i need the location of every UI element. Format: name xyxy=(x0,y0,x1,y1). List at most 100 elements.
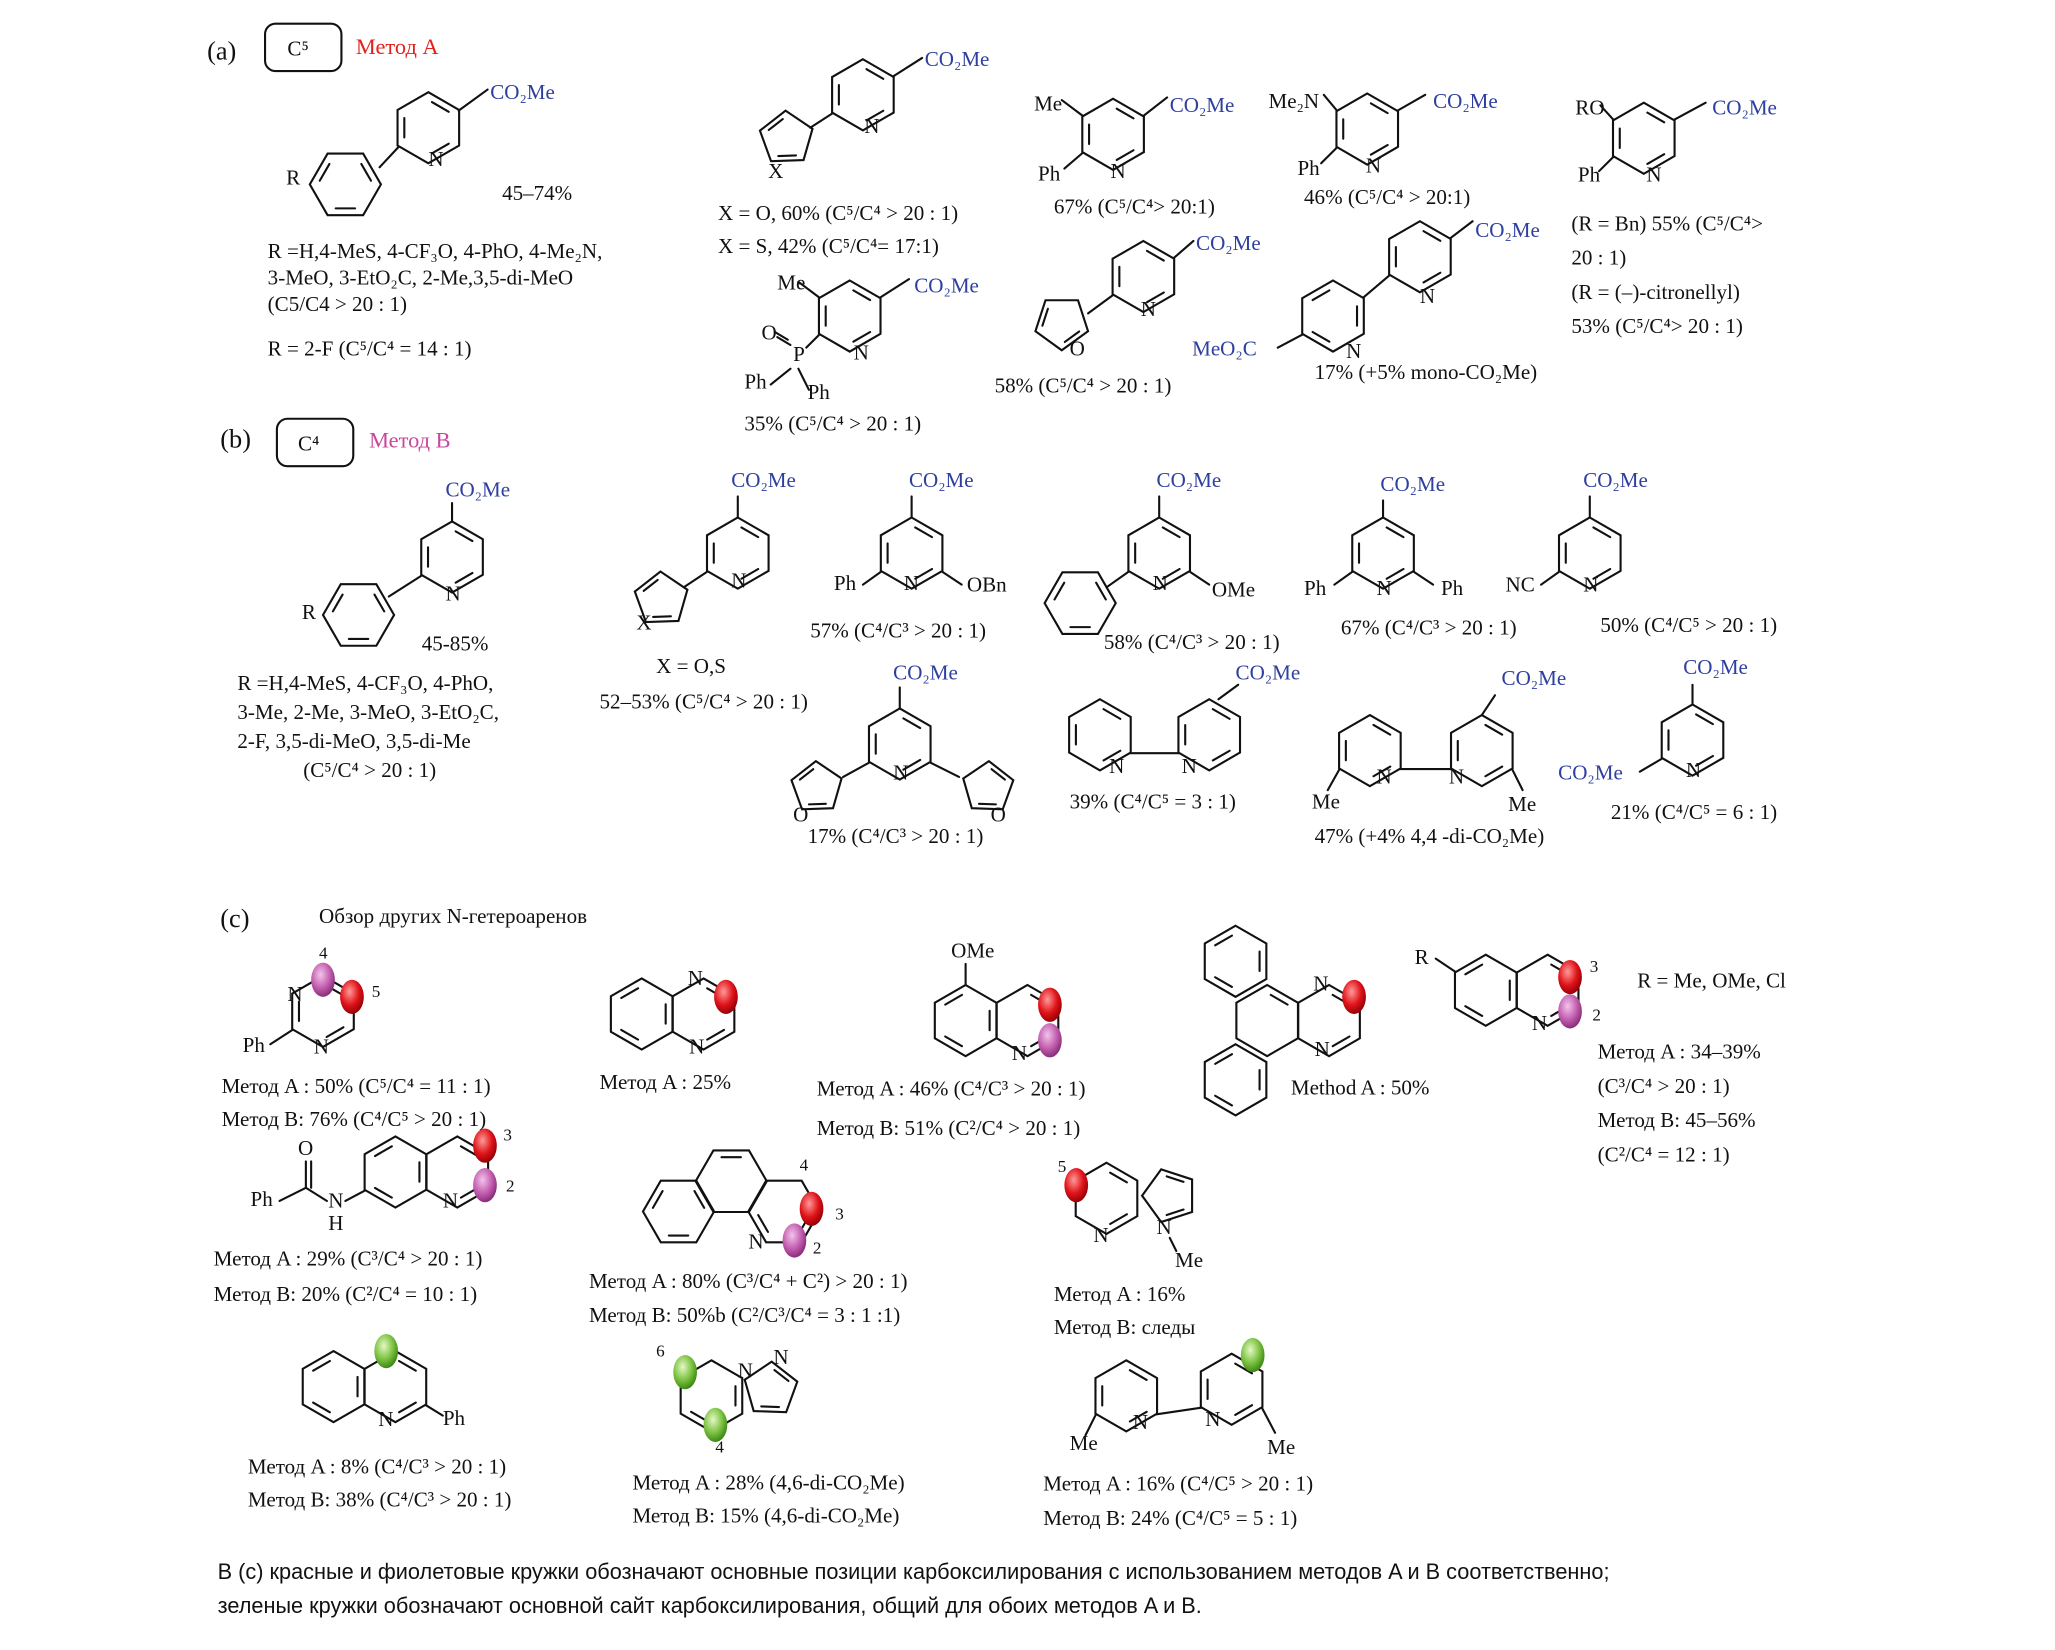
co2me-group: CO₂Me xyxy=(1502,666,1567,690)
bond xyxy=(1646,153,1666,165)
green-circle-marker xyxy=(374,1333,399,1369)
position-number: 2 xyxy=(813,1239,822,1258)
bond xyxy=(1214,1094,1234,1107)
yield: 46% (C⁵/C⁴ > 20:1) xyxy=(1304,185,1470,209)
method-result: Метод A : 46% (C⁴/C³ > 20 : 1) xyxy=(817,1077,1086,1101)
nitrogen-atom: N xyxy=(1315,1037,1330,1061)
benzene-ring xyxy=(308,152,383,217)
bond xyxy=(1695,713,1714,726)
nitrogen-atom: N xyxy=(1205,1407,1220,1431)
method-result: Метод A : 34–39% xyxy=(1598,1040,1761,1064)
furan-ring xyxy=(790,759,843,811)
pyridine-ring xyxy=(1611,101,1676,176)
bond xyxy=(1484,723,1504,736)
position-number: 3 xyxy=(1590,957,1599,976)
bond xyxy=(1333,570,1354,586)
bond xyxy=(1480,694,1497,717)
purple-circle-marker xyxy=(473,1168,497,1203)
bond xyxy=(990,768,1006,781)
co2me-group: CO₂Me xyxy=(909,468,974,492)
bond xyxy=(1053,581,1066,601)
bond xyxy=(387,574,423,598)
purple-circle-marker xyxy=(311,962,335,997)
position-number: 2 xyxy=(1592,1006,1601,1025)
bond xyxy=(1115,149,1135,162)
bond xyxy=(776,336,792,347)
nitrogen-atom: N xyxy=(1346,339,1361,363)
co2me-group: CO₂Me xyxy=(925,47,990,71)
bond xyxy=(798,768,815,781)
r-substituent: R xyxy=(1415,945,1429,969)
bond xyxy=(1087,293,1115,315)
substrate-note: 52–53% (C⁵/C⁴ > 20 : 1) xyxy=(600,689,808,713)
bond xyxy=(1095,581,1107,601)
red-circle-marker xyxy=(340,979,364,1014)
method-result: Метод B: 51% (C²/C⁴ > 20 : 1) xyxy=(817,1116,1081,1140)
bond xyxy=(861,570,883,586)
nitrogen-atom: N xyxy=(378,1407,393,1431)
phenyl: Ph xyxy=(1578,163,1601,187)
nitrogen-atom: N xyxy=(328,1189,343,1213)
bond xyxy=(1372,765,1392,778)
method-result: Метод A : 16% xyxy=(1054,1282,1186,1306)
yield: 35% (C⁵/C⁴ > 20 : 1) xyxy=(744,412,921,436)
method-result: Метод B: 76% (C⁴/C⁵ > 20 : 1) xyxy=(222,1107,487,1131)
yield: 58% (C⁴/C³ > 20 : 1) xyxy=(1104,630,1280,654)
bond xyxy=(1063,151,1084,170)
pyridine-ring xyxy=(1177,698,1242,772)
r-substituent: R xyxy=(302,600,316,624)
method-result: Метод B: следы xyxy=(1054,1315,1196,1339)
bond xyxy=(914,567,934,580)
method-result: Метод B: 38% (C⁴/C³ > 20 : 1) xyxy=(248,1487,511,1511)
position-number: 3 xyxy=(503,1125,512,1144)
bond xyxy=(773,1368,790,1383)
alkoxy: RO xyxy=(1575,96,1604,120)
bond xyxy=(1234,1362,1254,1375)
bond xyxy=(1362,274,1391,299)
oxygen-atom: O xyxy=(793,803,808,827)
bond xyxy=(740,567,760,580)
phenyl: Ph xyxy=(1038,161,1061,185)
pyridine-ring xyxy=(831,58,895,132)
bond xyxy=(865,68,885,80)
bond xyxy=(397,1359,417,1372)
methyl: Me xyxy=(777,271,805,295)
phenyl: Ph xyxy=(744,369,767,393)
bond xyxy=(1484,765,1504,778)
methoxy: OMe xyxy=(1212,578,1255,602)
nitrogen-atom: N xyxy=(689,1034,704,1058)
co2me-group: CO₂Me xyxy=(1558,761,1623,785)
bond xyxy=(1165,1208,1185,1217)
substrate-note: (C5/C4 > 20 : 1) xyxy=(268,292,407,316)
bond xyxy=(878,278,911,299)
substrate-note: 53% (C⁵/C⁴> 20 : 1) xyxy=(1571,314,1743,338)
c5-box xyxy=(263,22,343,73)
methoxy: OMe xyxy=(951,938,994,962)
methyl: Me xyxy=(1267,1435,1295,1459)
red-circle-marker xyxy=(1342,979,1366,1014)
bond xyxy=(424,1404,444,1417)
nitrogen-atom: N xyxy=(1420,284,1435,308)
bond xyxy=(1369,102,1389,115)
bond xyxy=(940,570,963,586)
co2me-group: CO₂Me xyxy=(1380,472,1445,496)
bond xyxy=(1331,1035,1351,1048)
methyl: Me xyxy=(1175,1248,1203,1272)
phenyl: Ph xyxy=(1304,576,1327,600)
bond xyxy=(1311,330,1331,343)
nitrogen-atom: N xyxy=(748,1229,763,1253)
position-number: 6 xyxy=(656,1341,665,1360)
bond xyxy=(1161,567,1181,580)
method-result: Метод B: 45–56% xyxy=(1598,1108,1756,1132)
bond xyxy=(1592,526,1612,539)
section-title: Обзор других N-гетероаренов xyxy=(319,904,587,928)
nitrogen-atom: N xyxy=(314,1034,329,1058)
bond xyxy=(1396,93,1427,112)
co2me-group: CO₂Me xyxy=(1475,218,1540,242)
bond xyxy=(1646,111,1666,124)
nitrogen-atom: N xyxy=(731,568,746,592)
bond xyxy=(620,1028,640,1041)
position-box-label: C⁴ xyxy=(298,431,319,455)
bond xyxy=(1145,291,1165,304)
method-b-label: Метод B xyxy=(369,428,450,453)
